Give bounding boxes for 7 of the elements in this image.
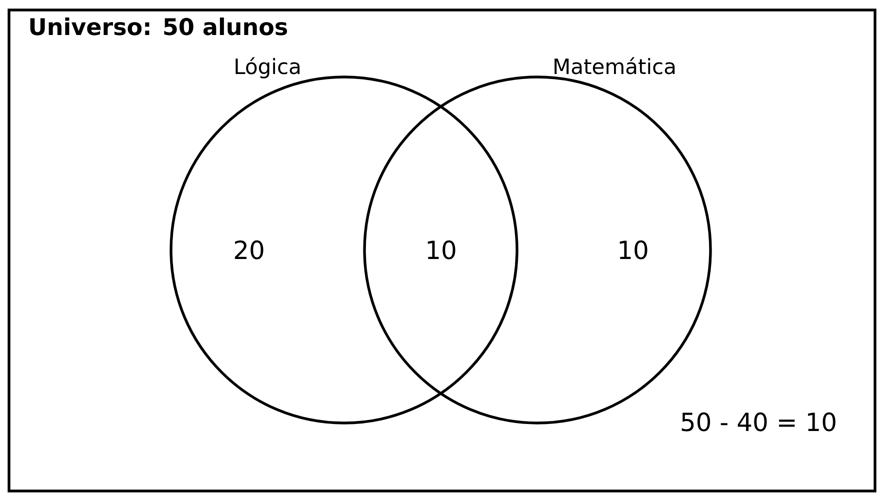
set-label: Lógica <box>236 57 300 78</box>
equation-text: 50 - 40 = 10 <box>682 412 836 432</box>
region-count: 10 <box>620 240 648 260</box>
universe-title: Universo: 50 alunos <box>30 18 288 36</box>
region-count: 10 <box>428 240 456 260</box>
set-label: Matemática <box>554 57 675 74</box>
region-count: 20 <box>234 240 264 260</box>
